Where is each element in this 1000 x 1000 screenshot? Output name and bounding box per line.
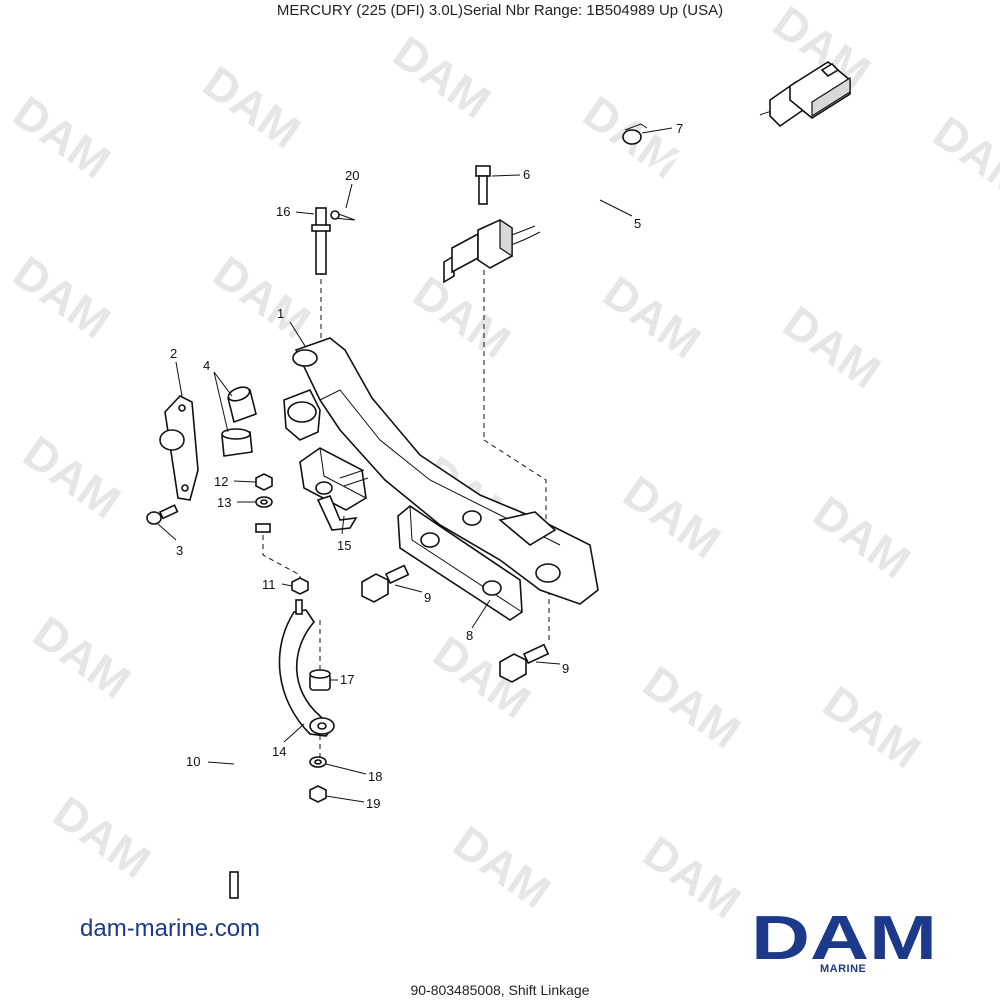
callout-label: 5 — [634, 216, 641, 231]
logo-text: DAM — [751, 905, 937, 973]
callout-3: 3 — [157, 523, 183, 558]
part-11-nut — [291, 577, 309, 595]
callout-11: 11 — [262, 577, 293, 592]
callout-17: 17 — [330, 672, 354, 687]
callout-1: 1 — [277, 306, 306, 347]
watermark-text: DAM — [634, 656, 750, 759]
callout-9-lower: 9 — [535, 661, 569, 676]
part-7-clip — [622, 123, 648, 145]
callout-label: 11 — [262, 577, 276, 592]
callout-4: 4 — [203, 358, 233, 433]
callout-label: 14 — [272, 744, 286, 759]
callout-label: 2 — [170, 346, 177, 361]
watermark-text: DAM — [204, 246, 320, 349]
callout-label: 3 — [176, 543, 183, 558]
callout-label: 18 — [368, 769, 382, 784]
part-12-nut — [255, 473, 273, 491]
callout-19: 19 — [325, 795, 380, 811]
watermark-text: DAM — [774, 296, 890, 399]
callout-8: 8 — [466, 599, 491, 643]
watermark-text: DAM — [444, 816, 560, 919]
part-9-bolt-lower — [499, 643, 550, 683]
site-url-link[interactable]: dam-marine.com — [80, 915, 261, 942]
callout-label: 13 — [217, 495, 231, 510]
watermark-text: DAM — [814, 676, 930, 779]
part-3-screw — [146, 504, 179, 525]
part-2-detent-plate — [159, 395, 199, 501]
callout-label: 4 — [203, 358, 210, 373]
diagram-caption: 90-803485008, Shift Linkage — [410, 982, 590, 998]
callout-18: 18 — [325, 763, 382, 784]
callout-label: 10 — [186, 754, 200, 769]
part-17-bushing — [309, 669, 331, 691]
part-6-screw — [475, 165, 491, 205]
part-5-sensor-harness — [443, 61, 851, 284]
watermark-text: DAM — [634, 826, 750, 929]
watermark-text: DAM — [24, 606, 140, 709]
callouts: 1 2 3 4 5 6 — [157, 121, 683, 811]
dam-marine-logo: DAM — [751, 905, 937, 973]
callout-label: 15 — [337, 538, 351, 553]
watermark-text: DAM — [44, 786, 160, 889]
callout-label: 12 — [214, 474, 228, 489]
callout-20: 20 — [345, 168, 359, 209]
watermark-text: DAM — [14, 426, 130, 529]
watermark-text: DAM — [404, 266, 520, 369]
callout-label: 16 — [276, 204, 290, 219]
part-18-washer — [309, 756, 327, 768]
watermark-text: DAM — [924, 106, 1000, 209]
callout-14: 14 — [272, 723, 305, 759]
part-1-shift-lever — [283, 337, 599, 605]
part-14-lever — [278, 599, 335, 737]
callout-label: 9 — [562, 661, 569, 676]
callout-15: 15 — [337, 515, 351, 553]
part-4-bushing-lower — [221, 428, 253, 457]
callout-10: 10 — [186, 754, 235, 769]
callout-6: 6 — [491, 167, 530, 182]
callout-label: 17 — [340, 672, 354, 687]
part-19-nut — [309, 785, 327, 803]
page-title: MERCURY (225 (DFI) 3.0L)Serial Nbr Range… — [276, 2, 724, 19]
callout-9-upper: 9 — [394, 584, 431, 605]
watermark-text: DAM — [424, 626, 540, 729]
watermark-text: DAM — [614, 466, 730, 569]
watermark-text: DAM — [4, 246, 120, 349]
callout-16: 16 — [276, 204, 315, 219]
callout-label: 19 — [366, 796, 380, 811]
callout-5: 5 — [599, 199, 641, 231]
watermark-text: DAM — [384, 26, 500, 129]
watermark-text: DAM — [594, 266, 710, 369]
watermark-text: DAM — [804, 486, 920, 589]
callout-7: 7 — [641, 121, 683, 136]
logo-subtitle: MARINE — [820, 963, 867, 975]
callout-2: 2 — [170, 346, 183, 397]
callout-label: 20 — [345, 168, 359, 183]
part-9-bolt-upper — [361, 564, 410, 603]
part-4-bushing-upper — [227, 386, 257, 424]
part-10-shift-rod — [229, 523, 271, 899]
part-16-pin — [311, 207, 331, 275]
callout-label: 9 — [424, 590, 431, 605]
part-13-washer — [255, 496, 273, 508]
watermark-text: DAM — [4, 86, 120, 189]
watermark-text: DAM — [194, 56, 310, 159]
callout-13: 13 — [217, 495, 256, 510]
callout-12: 12 — [214, 474, 257, 489]
callout-label: 6 — [523, 167, 530, 182]
part-8-rail — [397, 505, 523, 621]
callout-label: 1 — [277, 306, 284, 321]
callout-label: 8 — [466, 628, 473, 643]
watermark-layer: DAM DAM DAM DAM DAM DAM DAM DAM DAM DAM … — [4, 0, 1000, 928]
callout-label: 7 — [676, 121, 683, 136]
part-20-cotter — [330, 210, 356, 221]
part-15-bracket — [299, 447, 369, 531]
